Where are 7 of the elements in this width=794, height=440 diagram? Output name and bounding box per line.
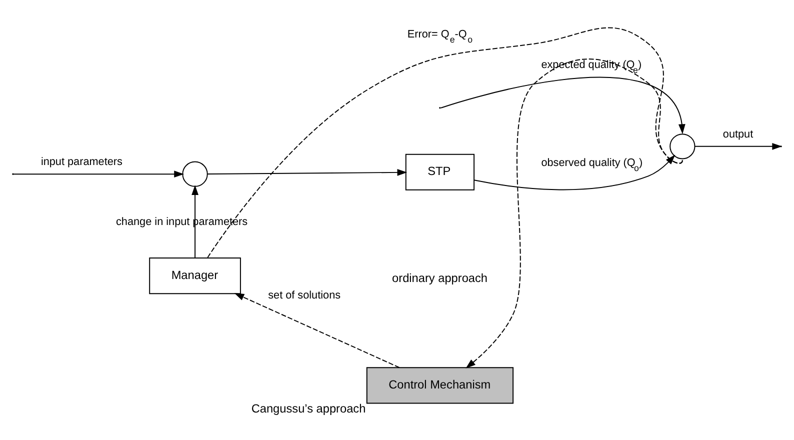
- edge-label: output: [722, 128, 754, 140]
- edge-label: set of solutions: [268, 289, 341, 302]
- edge-label: input parameters: [40, 156, 122, 168]
- node-label: Cangussu’s approach: [251, 402, 366, 416]
- edge-label: observed quality (Q$_{o}$): [541, 156, 643, 173]
- edge-label: Error= Q$_{e}$-Q$_{o}$: [407, 28, 473, 45]
- label: ordinary approach: [392, 270, 488, 285]
